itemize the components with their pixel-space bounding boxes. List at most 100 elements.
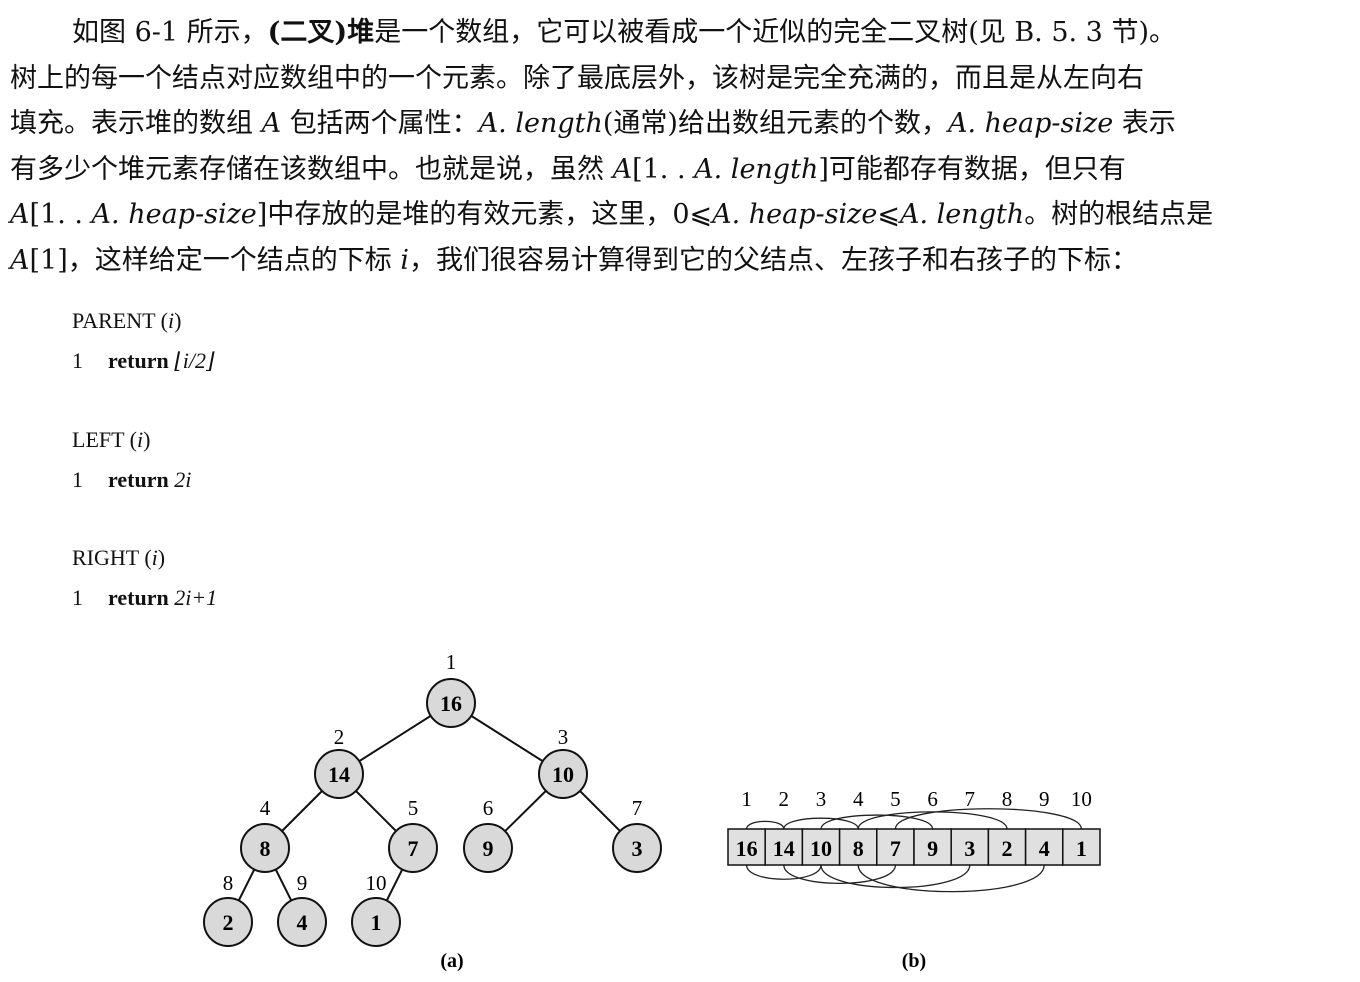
array-index: 7 [965, 787, 976, 811]
array-index: 4 [853, 787, 864, 811]
text-segment: A. length [478, 108, 603, 139]
text-segment: 树上的每一个结点对应数组中的一个元素。除了最底层外，该树是完全充满的，而且是从左… [10, 62, 1144, 94]
tree-node [538, 749, 588, 799]
procedure-param: i [136, 427, 144, 452]
tree-node [612, 823, 662, 873]
return-expression: ⌊i/2⌋ [174, 348, 215, 373]
tree-node-value: 3 [632, 836, 643, 861]
array-index: 8 [1002, 787, 1013, 811]
text-segment: ，我们很容易计算得到它的父结点、左孩子和右孩子的下标： [408, 244, 1138, 276]
tree-node-value: 14 [328, 762, 350, 787]
array-cell-value: 2 [1002, 836, 1013, 861]
text-segment: A [10, 199, 30, 230]
text-segment: 是一个数组，它可以被看成一个近似的完全二叉树(见 B. 5. 3 节)。 [374, 17, 1176, 48]
tree-node-index: 4 [260, 796, 271, 820]
tree-node-index: 2 [334, 725, 345, 749]
procedure-name: LEFT [72, 427, 125, 452]
text-segment: 填充。表示堆的数组 [10, 108, 262, 139]
text-segment: [1]，这样给定一个结点的下标 [29, 244, 401, 276]
text-segment: (通常)给出数组元素的个数， [602, 108, 948, 139]
array-index: 10 [1071, 787, 1092, 811]
array-cell-value: 10 [810, 836, 832, 861]
text-segment: 表示 [1113, 108, 1176, 139]
return-expression: 2i [174, 467, 192, 492]
text-segment: A [612, 153, 633, 185]
procedure-param: i [167, 308, 175, 333]
tree-edges [227, 702, 638, 923]
array-index: 9 [1039, 787, 1050, 811]
procedure-right-header: RIGHT (i) [72, 545, 166, 570]
tree-node-value: 8 [260, 836, 271, 861]
text-segment: 有多少个堆元素存储在该数组中。也就是说，虽然 [10, 153, 613, 185]
array-index: 3 [816, 787, 827, 811]
array-cell [1062, 828, 1101, 866]
array-cell-value: 4 [1039, 836, 1050, 861]
tree-node-value: 9 [483, 836, 494, 861]
array-arc [857, 864, 1045, 893]
tree-node [240, 823, 290, 873]
procedure-name: PARENT [72, 308, 156, 333]
return-keyword: return [108, 348, 169, 373]
paragraph-line: 填充。表示堆的数组 A 包括两个属性：A. length(通常)给出数组元素的个… [10, 101, 1320, 147]
procedure-param: i [151, 545, 158, 570]
tree-node [203, 897, 253, 947]
caption-b: (b) [902, 950, 926, 972]
tree-node-value: 10 [552, 762, 574, 787]
line-number: 1 [72, 348, 83, 373]
text-segment: A. length [694, 153, 819, 185]
text-segment: A. length [899, 199, 1025, 230]
text-segment: A [10, 244, 30, 276]
text-segment: A. heap-size [712, 199, 878, 230]
tree-node-value: 7 [408, 836, 419, 861]
text-segment: ]中存放的是堆的有效元素，这里，0⩽ [256, 199, 713, 230]
array-cell-value: 16 [736, 836, 758, 861]
array-arcs [745, 808, 1083, 893]
tree-node-index: 6 [483, 796, 494, 820]
paragraph-line: 有多少个堆元素存储在该数组中。也就是说，虽然 A[1. . A. length]… [10, 147, 1320, 193]
array-cell-value: 7 [890, 836, 901, 861]
procedure-parent-header: PARENT (i) [72, 308, 182, 333]
array-arc [820, 864, 971, 889]
tree-node [314, 749, 364, 799]
text-segment: ⩽ [877, 199, 900, 230]
return-keyword: return [108, 467, 169, 492]
array-cell [838, 828, 878, 866]
tree-node-index: 10 [366, 871, 387, 895]
procedure-name: RIGHT [72, 545, 139, 570]
array-arc [894, 808, 1083, 830]
tree-node-value: 1 [371, 910, 382, 935]
array-cell-value: 8 [853, 836, 864, 861]
array-cell [1024, 828, 1064, 866]
text-segment: 包括两个属性： [281, 108, 479, 139]
tree-node [426, 678, 476, 728]
line-number: 1 [72, 585, 83, 610]
array-cell-value: 3 [964, 836, 975, 861]
tree-node [388, 823, 438, 873]
return-expression: 2i+1 [174, 585, 218, 610]
array-arc [745, 864, 822, 880]
array-index: 6 [927, 787, 938, 811]
tree-node-value: 4 [297, 910, 308, 935]
text-segment: [1. . [29, 199, 92, 230]
text-segment: A. heap-size [947, 108, 1114, 139]
array-cell-value: 14 [773, 836, 795, 861]
array-cell-value: 1 [1076, 836, 1087, 861]
text-segment: [1. . [632, 153, 695, 185]
intro-paragraph: 如图 6-1 所示，(二叉)堆是一个数组，它可以被看成一个近似的完全二叉树(见 … [10, 10, 1320, 283]
array-cell [950, 828, 990, 866]
paragraph-line: 如图 6-1 所示，(二叉)堆是一个数组，它可以被看成一个近似的完全二叉树(见 … [10, 10, 1320, 56]
array-arc [783, 817, 859, 830]
array-index: 1 [741, 787, 752, 811]
paragraph-line: 树上的每一个结点对应数组中的一个元素。除了最底层外，该树是完全充满的，而且是从左… [10, 56, 1320, 102]
procedure-left-header: LEFT (i) [72, 427, 151, 452]
array-cell [987, 828, 1027, 866]
procedure-parent-body: 1 return ⌊i/2⌋ [72, 346, 215, 376]
procedure-parent: PARENT (i) 1 return ⌊i/2⌋ [72, 306, 215, 376]
tree-node [351, 897, 401, 947]
array-cell [764, 828, 804, 866]
text-segment: (二叉)堆 [267, 17, 375, 48]
array-cell-value: 9 [927, 836, 938, 861]
